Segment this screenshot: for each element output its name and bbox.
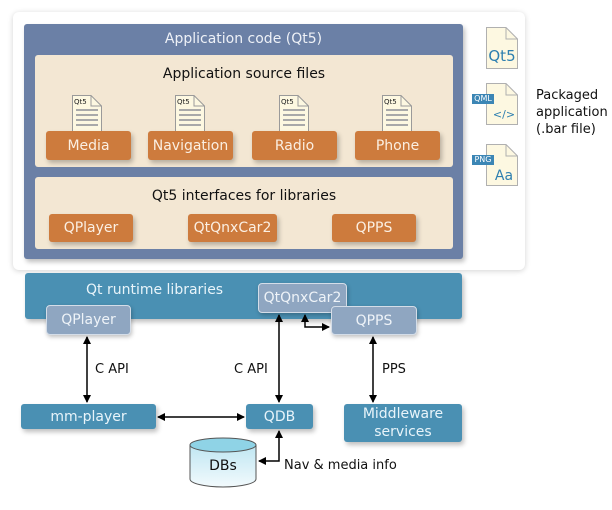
- middleware-line: Middleware: [362, 406, 444, 422]
- qpps-middleware-label: PPS: [382, 362, 406, 377]
- svg-text:Qt5: Qt5: [177, 98, 190, 106]
- svg-text:Qt5: Qt5: [74, 98, 87, 106]
- qplayer-mm-player-label: C API: [95, 362, 129, 377]
- svg-text:Qt5: Qt5: [281, 98, 294, 106]
- runtime-qpps: QPPS: [331, 306, 417, 335]
- qml-tag: QML: [472, 94, 494, 104]
- package-label-line: application: [536, 105, 608, 120]
- png-package-file-icon: Aa: [486, 144, 518, 186]
- packaged-application-label: Packaged application (.bar file): [536, 87, 608, 138]
- source-navigation: Navigation: [148, 131, 233, 160]
- arrow-qtqnxcar2-qpps: [301, 314, 330, 331]
- dbs-label: DBs: [209, 458, 237, 474]
- source-files-title: Application source files: [162, 66, 326, 82]
- qdb-box: QDB: [246, 404, 313, 429]
- middleware-line: services: [374, 424, 432, 440]
- mm-player-box: mm-player: [21, 404, 156, 429]
- qtqnxcar2-qdb-label: C API: [234, 362, 268, 377]
- source-media: Media: [46, 131, 131, 160]
- dbs-cylinder-icon: [189, 437, 257, 489]
- runtime-qplayer: QPlayer: [46, 305, 131, 335]
- svg-text:</>: </>: [493, 108, 515, 121]
- dbs-qdb-label: Nav & media info: [284, 458, 397, 473]
- source-phone: Phone: [355, 131, 440, 160]
- library-interfaces-title: Qt5 interfaces for libraries: [151, 188, 337, 204]
- qt5-file-icon: Qt5: [175, 95, 205, 133]
- qt5-file-icon: Qt5: [279, 95, 309, 133]
- interface-qtqnxcar2: QtQnxCar2: [188, 214, 277, 242]
- svg-text:Qt5: Qt5: [384, 98, 397, 106]
- package-label-line: (.bar file): [536, 122, 596, 137]
- interface-qplayer: QPlayer: [49, 214, 133, 242]
- svg-text:Aa: Aa: [495, 168, 513, 184]
- qml-package-file-icon: </>: [486, 83, 518, 125]
- package-label-line: Packaged: [536, 88, 599, 103]
- qt5-file-icon: Qt5: [72, 95, 102, 133]
- arrow-dbs-qdb: [258, 430, 283, 465]
- png-tag: PNG: [472, 155, 494, 165]
- qt-runtime-libraries-title: Qt runtime libraries: [86, 282, 224, 298]
- interface-qpps: QPPS: [332, 214, 416, 242]
- qt5-file-icon: Qt5: [382, 95, 412, 133]
- qt5-package-file-icon: Qt5: [486, 27, 518, 69]
- source-radio: Radio: [252, 131, 337, 160]
- middleware-services-box: Middleware services: [344, 404, 462, 442]
- application-code-title: Application code (Qt5): [164, 31, 323, 47]
- svg-text:Qt5: Qt5: [488, 47, 515, 65]
